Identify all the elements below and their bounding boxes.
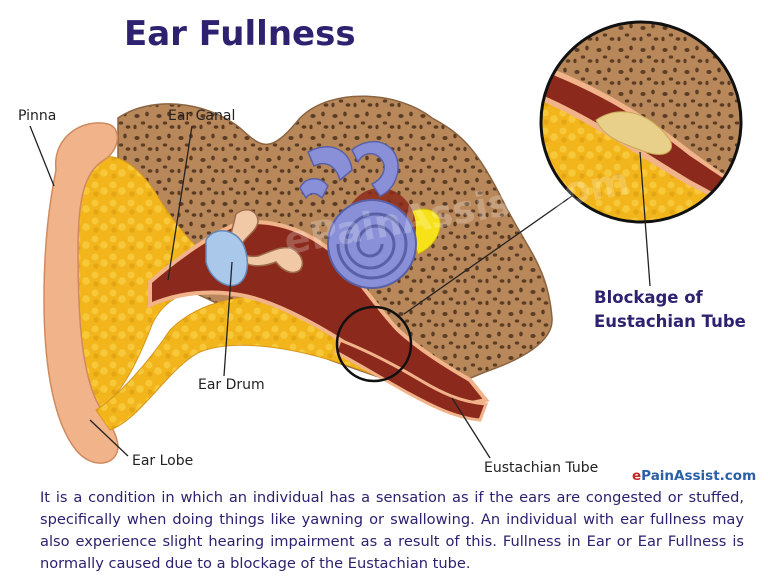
pinna xyxy=(43,122,119,464)
eustachian-tube-leader xyxy=(451,397,491,459)
callout-line-2: Eustachian Tube xyxy=(594,312,746,331)
label-ear-canal: Ear Canal xyxy=(168,108,236,124)
ossicles xyxy=(230,209,304,274)
callout-line-1: Blockage of xyxy=(594,288,703,307)
inner-ear xyxy=(299,141,417,289)
label-eustachian-tube: Eustachian Tube xyxy=(484,460,599,476)
label-ear-drum: Ear Drum xyxy=(198,377,265,393)
zoom-connector-line xyxy=(403,195,573,315)
ear-canal-leader xyxy=(167,125,193,281)
label-pinna: Pinna xyxy=(18,108,57,124)
ear-drum-leader xyxy=(223,261,233,377)
zoom-circle-border xyxy=(539,20,743,224)
ear-lobe-leader xyxy=(89,419,129,457)
blockage-callout: Blockage of Eustachian Tube xyxy=(594,286,746,334)
ear-drum xyxy=(205,230,249,287)
brand-name: PainAssist.com xyxy=(641,468,757,484)
page-title: Ear Fullness xyxy=(124,14,356,54)
blockage-marker xyxy=(335,305,413,383)
description-text: It is a condition in which an individual… xyxy=(40,489,744,572)
label-ear-lobe: Ear Lobe xyxy=(132,453,194,469)
eustachian-tube xyxy=(334,338,489,422)
brand-prefix: e xyxy=(632,468,642,484)
brand-logo: ePainAssist.com xyxy=(632,468,756,484)
pinna-leader xyxy=(29,125,55,187)
callout-leader xyxy=(639,151,651,287)
